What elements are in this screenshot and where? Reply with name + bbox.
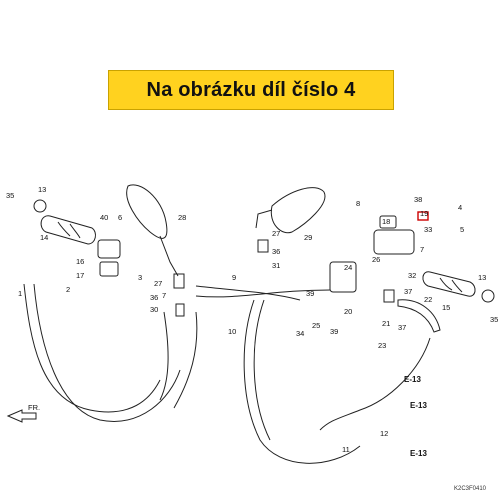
part-label: 2: [66, 285, 70, 294]
part-label: 13: [478, 273, 486, 282]
part-label: 20: [344, 307, 352, 316]
brake-lever: [397, 299, 441, 333]
part-label: 23: [378, 341, 386, 350]
throttle-cable-a: [195, 285, 301, 301]
part-label: 7: [420, 245, 424, 254]
part-label: 35: [6, 191, 14, 200]
part-label: 30: [150, 305, 158, 314]
front-arrow-label: FR.: [28, 403, 40, 412]
lever-bracket: [329, 261, 357, 293]
section-ref-3: E-13: [410, 449, 427, 458]
throttle-cable-b: [195, 289, 331, 298]
part-4-item: [417, 211, 429, 221]
left-mirror-shape: [126, 184, 168, 239]
right-lower-cable: [319, 337, 431, 431]
part-label: 36: [272, 247, 280, 256]
part-label: 27: [272, 229, 280, 238]
part-label: 13: [38, 185, 46, 194]
part-label: 32: [408, 271, 416, 280]
left-cable-2: [33, 283, 181, 422]
bar-end-weight-left: [33, 199, 47, 213]
part-label: 31: [272, 261, 280, 270]
part-label: 17: [76, 271, 84, 280]
part-label: 35: [490, 315, 498, 324]
section-ref-1: E-13: [404, 375, 421, 384]
part-label: 1: [18, 289, 22, 298]
front-arrow: FR.: [6, 403, 40, 423]
left-cable-1: [23, 283, 161, 413]
part-label: 19: [420, 209, 428, 218]
part-label: 14: [40, 233, 48, 242]
part-label: 10: [228, 327, 236, 336]
left-mirror-mount: [173, 273, 185, 289]
part-label: 39: [306, 289, 314, 298]
part-label: 3: [138, 273, 142, 282]
part-label: 26: [372, 255, 380, 264]
part-label: 29: [304, 233, 312, 242]
part-label: 11: [342, 445, 350, 454]
part-label: 28: [178, 213, 186, 222]
right-mirror-shape: [270, 187, 326, 234]
part-label: 38: [414, 195, 422, 204]
part-label: 24: [344, 263, 352, 272]
part-number-banner: Na obrázku díl číslo 4: [108, 70, 394, 110]
section-ref-2: E-13: [410, 401, 427, 410]
left-mirror-stem: [159, 235, 179, 277]
right-grip-shape: [422, 271, 476, 297]
part-label: 33: [424, 225, 432, 234]
part-label: 9: [232, 273, 236, 282]
part-label: 16: [76, 257, 84, 266]
center-cable: [243, 299, 361, 464]
part-label: 5: [460, 225, 464, 234]
right-switch-housing: [373, 229, 415, 255]
left-grip-shape: [40, 215, 96, 245]
part-label: 12: [380, 429, 388, 438]
left-switch-housing: [97, 239, 121, 259]
part-label: 36: [150, 293, 158, 302]
part-label: 18: [382, 217, 390, 226]
part-label: 37: [404, 287, 412, 296]
left-cable-3: [159, 311, 169, 401]
switch-part-21: [383, 289, 395, 303]
center-cable-b: [253, 299, 271, 441]
part-label: 6: [118, 213, 122, 222]
part-label: 4: [458, 203, 462, 212]
part-label: 37: [398, 323, 406, 332]
part-label: 21: [382, 319, 390, 328]
left-grip-pattern: [57, 221, 81, 239]
right-grip-pattern: [439, 277, 463, 293]
part-label: 7: [162, 291, 166, 300]
adjuster-left: [175, 303, 185, 317]
right-mirror-stem: [255, 209, 273, 229]
bar-end-weight-right: [481, 289, 495, 303]
part-label: 27: [154, 279, 162, 288]
right-switch-top: [379, 215, 397, 229]
part-label: 22: [424, 295, 432, 304]
part-label: 25: [312, 321, 320, 330]
mirror-adapter: [257, 239, 269, 253]
part-label: 8: [356, 199, 360, 208]
reference-code: K2C3F0410: [454, 486, 487, 492]
left-switch-lower: [99, 261, 119, 277]
part-label: 39: [330, 327, 338, 336]
left-cable-4: [173, 311, 198, 409]
part-label: 40: [100, 213, 108, 222]
part-label: 34: [296, 329, 304, 338]
part-label: 15: [442, 303, 450, 312]
banner-title: Na obrázku díl číslo 4: [146, 78, 356, 101]
